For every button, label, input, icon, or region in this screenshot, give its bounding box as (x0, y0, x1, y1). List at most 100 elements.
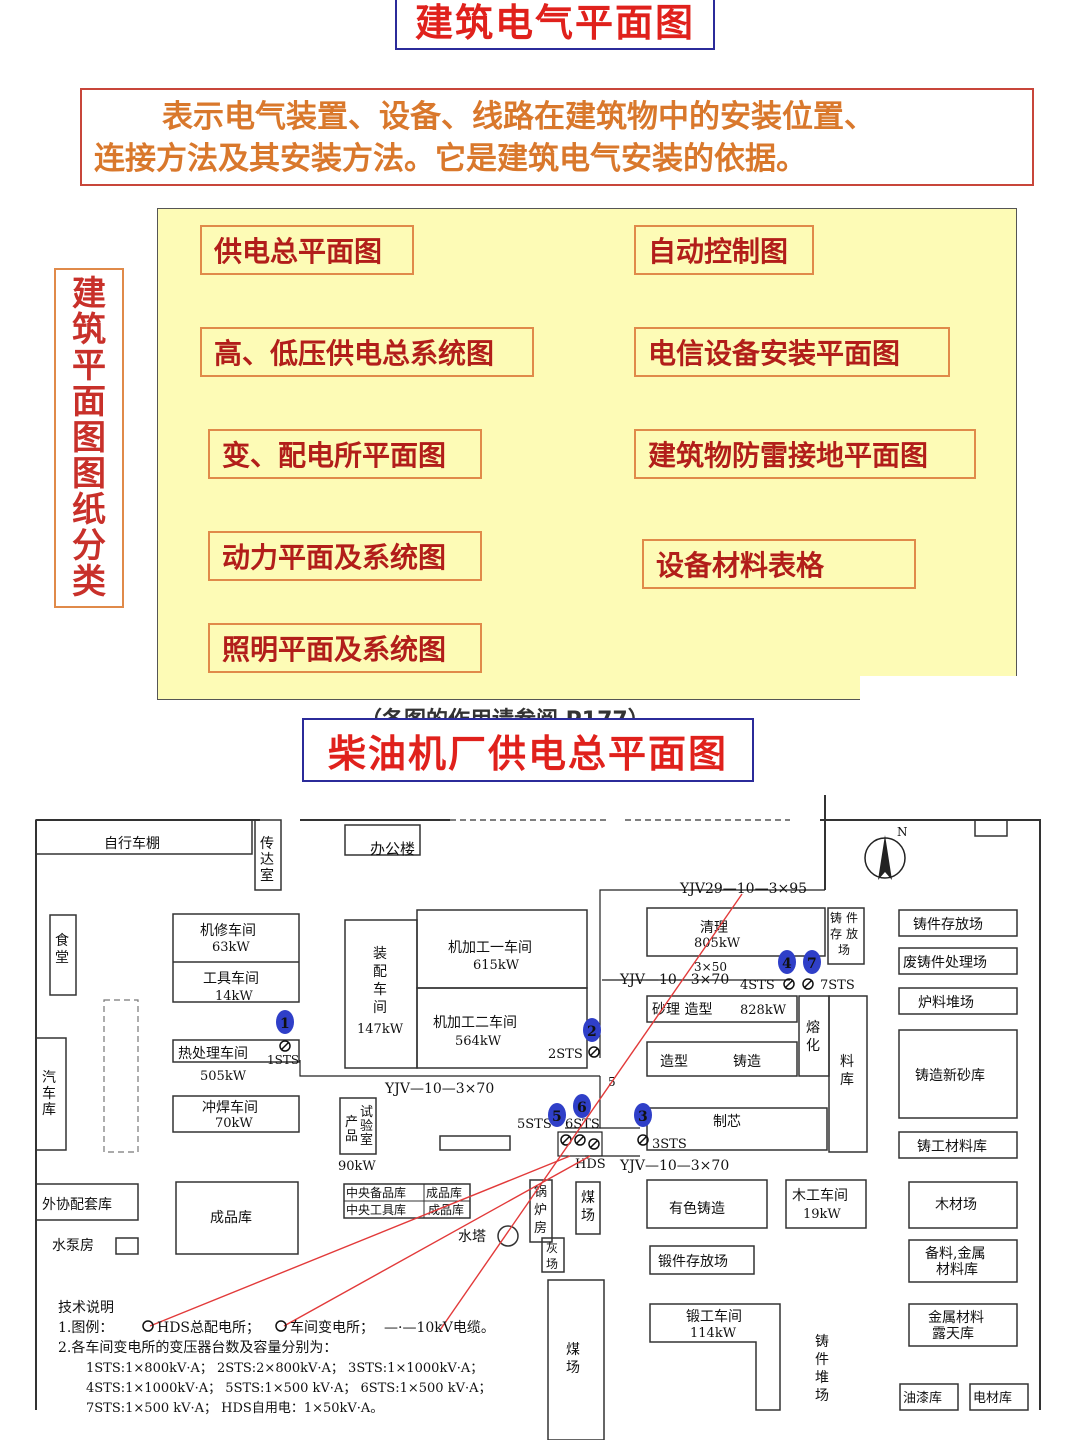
garage-char: 汽 (42, 1070, 56, 1086)
cleaning-kw: 805kW (694, 936, 741, 951)
numbered-markers: 1 2 3 4 5 6 7 (276, 950, 821, 1127)
finished-goods-store: 成品库 (210, 1210, 252, 1226)
outsource-store: 外协配套库 (42, 1197, 112, 1213)
trial-char: 产 (345, 1115, 358, 1130)
repair-shop: 机修车间 (200, 922, 256, 939)
machining2-kw: 564kW (455, 1034, 502, 1049)
machining1-kw: 615kW (473, 958, 520, 973)
machining-shop-2: 机加工二车间 (433, 1014, 517, 1031)
assembly-char: 装 (373, 946, 387, 962)
category-power-plan: 动力平面及系统图 (208, 531, 482, 581)
melt-char: 化 (806, 1038, 820, 1054)
sts4-label: 4STS (740, 978, 775, 993)
marker-1: 1 (280, 1016, 290, 1032)
machining-shop-1: 机加工一车间 (448, 939, 532, 956)
trial-kw: 90kW (338, 1159, 376, 1174)
core-making: 制芯 (713, 1114, 741, 1130)
category-hv-lv-system: 高、低压供电总系统图 (200, 327, 534, 377)
coal-yard-char: 场 (581, 1208, 595, 1224)
wood-kw: 19kW (803, 1207, 841, 1222)
casting-yard: 铸件存放场 (913, 917, 983, 933)
casting-pile-char: 堆 (815, 1370, 829, 1386)
cable-label-3: YJV—10—3×70 (384, 1081, 494, 1097)
electrical-store: 电材库 (973, 1390, 1012, 1406)
hds-legend-icon (142, 1320, 154, 1332)
north-label: N (897, 825, 908, 839)
side-char: 建 (72, 274, 106, 314)
side-char: 分 (72, 526, 106, 566)
side-char: 类 (72, 562, 106, 602)
tech-note-sts: 车间变电所； (290, 1319, 374, 1336)
assembly-char: 间 (373, 1000, 387, 1016)
cable-3x50: 3×50 (694, 960, 727, 974)
category-lighting-plan: 照明平面及系统图 (208, 623, 482, 673)
category-substation-plan: 变、配电所平面图 (208, 429, 482, 479)
side-char: 图 (72, 454, 106, 494)
forging-shop: 锻工车间 (686, 1308, 742, 1325)
marker-5: 5 (552, 1109, 562, 1125)
metal-yard: 金属材料 (928, 1310, 984, 1326)
sts1-label: 1STS (267, 1053, 299, 1067)
woodwork-shop: 木工车间 (792, 1187, 848, 1204)
forging-store: 锻件存放场 (658, 1254, 728, 1270)
central-tools-store: 中央工具库 (346, 1202, 406, 1217)
material-store-char: 料 (840, 1054, 854, 1070)
sts3-label: 3STS (652, 1137, 687, 1152)
canteen-char: 堂 (55, 950, 69, 966)
casting-char: 存 (830, 927, 842, 941)
category-telecom-plan: 电信设备安装平面图 (634, 327, 950, 377)
coal-yard-char: 煤 (581, 1190, 595, 1206)
central-parts-store: 中央备品库 (346, 1185, 406, 1200)
cable-label-4: YJV—10—3×70 (619, 1158, 729, 1174)
side-char: 图 (72, 418, 106, 458)
tech-note-cable: —·—10kV电缆。 (384, 1320, 495, 1336)
foundry-material-store: 铸工材料库 (917, 1139, 987, 1155)
heat-treatment-shop: 热处理车间 (178, 1045, 248, 1062)
cable-routes (299, 889, 825, 1157)
tech-note-3: 1STS:1×800kV·A； 2STS:2×800kV·A； 3STS:1×1… (86, 1361, 483, 1376)
legend-leader-lines (149, 893, 743, 1331)
spare-metal-store: 材料库 (936, 1262, 978, 1278)
tech-note-5: 7STS:1×500 kV·A； HDS自用电：1×50kV·A。 (86, 1401, 383, 1416)
marker-7: 7 (807, 956, 817, 972)
sand-molding-shop: 砂理 造型 (652, 1002, 712, 1018)
guard-char: 室 (260, 867, 274, 884)
page-title: 建筑电气平面图 (395, 0, 715, 50)
timber-yard: 木材场 (935, 1197, 977, 1213)
category-auto-control: 自动控制图 (634, 225, 814, 275)
punch-kw: 70kW (215, 1116, 253, 1131)
trial-char: 验 (360, 1118, 373, 1134)
casting-pile-char: 铸 (815, 1334, 829, 1350)
factory-site-plan: N 自行车棚 传 达 室 办公楼 食 堂 汽 车 库 机修车间 63kW 工具车… (35, 795, 1041, 1440)
category-lightning-grounding: 建筑物防雷接地平面图 (634, 429, 976, 479)
foundry-shop: 铸造 (733, 1054, 761, 1070)
tech-note-4: 4STS:1×1000kV·A； 5STS:1×500 kV·A； 6STS:1… (86, 1381, 492, 1396)
marker-3: 3 (638, 1109, 648, 1125)
description-box: 表示电气装置、设备、线路在建筑物中的安装位置、 连接方法及其安装方法。它是建筑电… (80, 88, 1034, 186)
casting-char: 件 (846, 911, 858, 925)
side-char: 平 (72, 346, 106, 386)
side-char: 筑 (72, 310, 106, 350)
trial-char: 品 (345, 1129, 358, 1144)
category-panel: 供电总平面图 自动控制图 高、低压供电总系统图 电信设备安装平面图 变、配电所平… (157, 208, 1017, 700)
molding-shop: 造型 (660, 1054, 688, 1070)
hds-label: HDS (575, 1157, 606, 1172)
description-line-1: 表示电气装置、设备、线路在建筑物中的安装位置、 (162, 99, 875, 135)
canteen-char: 食 (55, 932, 69, 949)
side-category-label: 建 筑 平 面 图 图 纸 分 类 (54, 268, 124, 608)
cable-label-2: YJV—10—3×70 (619, 972, 729, 988)
side-char: 面 (72, 382, 106, 422)
melt-char: 熔 (806, 1020, 820, 1036)
boiler-char: 锅 (534, 1184, 547, 1200)
ash-yard-char: 场 (546, 1257, 558, 1271)
casting-char: 铸 (830, 910, 842, 925)
tool-kw: 14kW (215, 989, 253, 1004)
tech-notes-title: 技术说明 (58, 1300, 114, 1316)
water-tower-icon (497, 1225, 519, 1247)
spare-metal-store: 备料,金属 (925, 1245, 985, 1262)
finished-store-3: 成品库 (428, 1202, 464, 1217)
tech-note-hds: HDS总配电所； (157, 1320, 260, 1336)
paint-store: 油漆库 (903, 1390, 942, 1406)
sts2-label: 2STS (548, 1047, 583, 1062)
casting-pile-char: 场 (815, 1388, 829, 1404)
